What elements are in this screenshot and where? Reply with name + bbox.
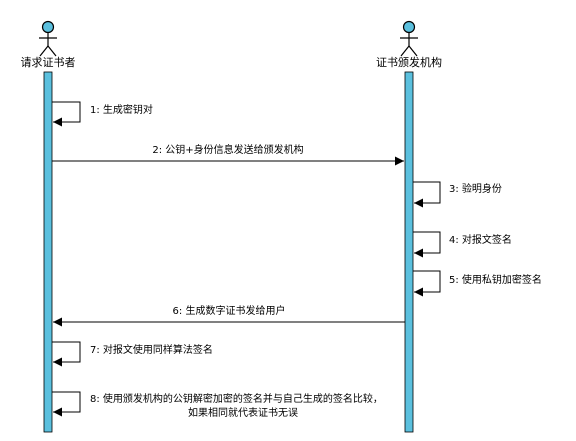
message-6: 6: 生成数字证书发给用户 [53,304,405,327]
message-label: 5: 使用私钥加密签名 [449,273,542,286]
message-label: 3: 验明身份 [449,182,502,195]
message-label-line-1: 8: 使用颁发机构的公钥解密加密的签名并与自己生成的签名比较， [90,392,383,405]
actor-label-ca: 证书颁发机构 [376,55,442,69]
actor-label-requester: 请求证书者 [21,56,76,69]
message-1: 1: 生成密钥对 [52,101,153,127]
actor-ca: 证书颁发机构 [376,20,442,69]
message-label: 7: 对报文使用同样算法签名 [90,343,213,356]
message-8: 8: 使用颁发机构的公钥解密加密的签名并与自己生成的签名比较， 如果相同就代表证… [52,391,383,419]
stick-figure-icon [400,20,418,57]
self-message-arrow [413,231,441,258]
self-message-arrow [52,391,81,417]
lifeline-ca [404,71,414,433]
message-label-line-2: 如果相同就代表证书无误 [188,406,298,419]
message-label: 2: 公钥+身份信息发送给颁发机构 [152,143,303,156]
self-message-arrow [52,101,81,127]
message-7: 7: 对报文使用同样算法签名 [52,341,213,367]
lifeline-requester [43,71,53,433]
self-message-arrow [52,341,81,367]
stick-figure-icon [39,20,57,57]
message-label: 4: 对报文签名 [449,233,512,246]
message-label: 1: 生成密钥对 [90,103,153,116]
message-2: 2: 公钥+身份信息发送给颁发机构 [52,143,404,166]
self-message-arrow [413,181,441,208]
message-3: 3: 验明身份 [413,181,502,208]
message-5: 5: 使用私钥加密签名 [413,270,542,297]
self-message-arrow [413,270,441,297]
actor-requester: 请求证书者 [21,20,76,69]
message-4: 4: 对报文签名 [413,231,512,258]
message-label: 6: 生成数字证书发给用户 [173,304,286,317]
